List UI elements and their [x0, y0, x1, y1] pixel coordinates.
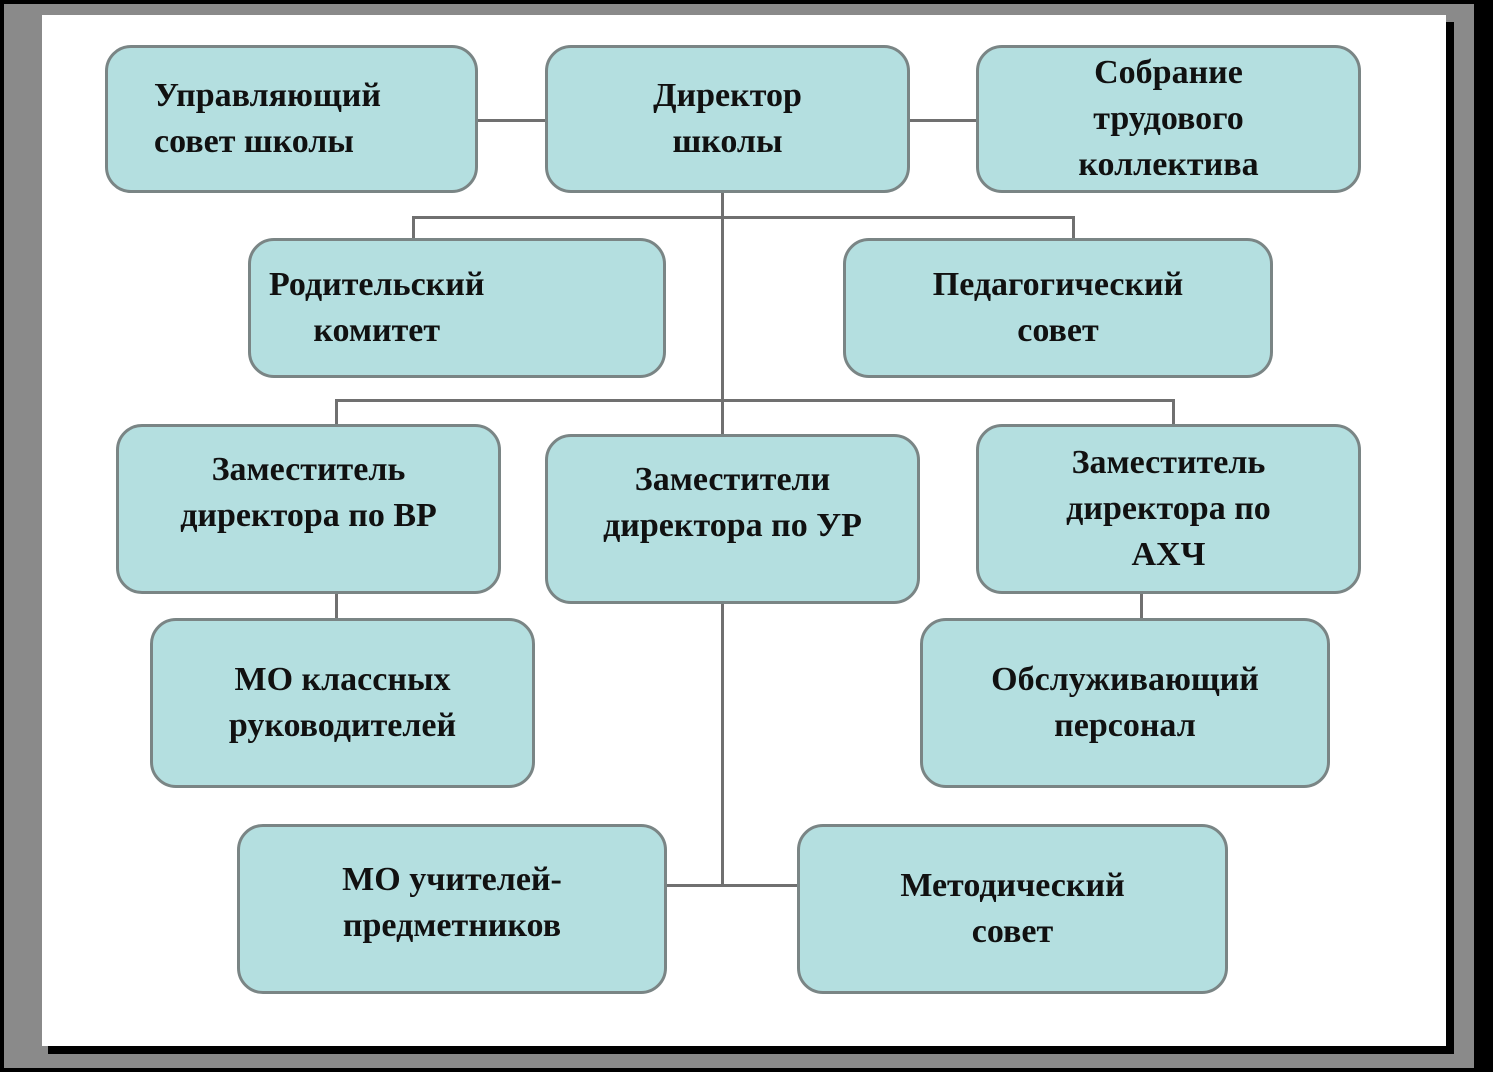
connector-councils-bar [412, 216, 1075, 219]
node-mo-class-teachers: МО классных руководителей [150, 618, 535, 788]
connector-council-director [478, 119, 545, 122]
node-parent-committee: Родительский комитет [248, 238, 666, 378]
connector-parent-committee [412, 216, 415, 238]
connector-deputies-bar [335, 399, 1175, 402]
node-service-staff: Обслуживающий персонал [920, 618, 1330, 788]
connector-bottom-bar [667, 884, 797, 887]
connector-deputy-ahch [1172, 399, 1175, 424]
node-staff-assembly: Собрание трудового коллектива [976, 45, 1361, 193]
connector-vr-mo [335, 594, 338, 618]
connector-director-assembly [910, 119, 976, 122]
connector-pedagogical-council [1072, 216, 1075, 238]
node-mo-subject-teachers: МО учителей- предметников [237, 824, 667, 994]
connector-ahch-service [1140, 594, 1143, 618]
node-deputies-ur: Заместители директора по УР [545, 434, 920, 604]
node-methodical-council: Методический совет [797, 824, 1228, 994]
node-director: Директор школы [545, 45, 910, 193]
connector-deputy-vr [335, 399, 338, 424]
node-governing-council: Управляющий совет школы [105, 45, 478, 193]
node-pedagogical-council: Педагогический совет [843, 238, 1273, 378]
node-deputy-ahch: Заместитель директора по АХЧ [976, 424, 1361, 594]
node-deputy-vr: Заместитель директора по ВР [116, 424, 501, 594]
